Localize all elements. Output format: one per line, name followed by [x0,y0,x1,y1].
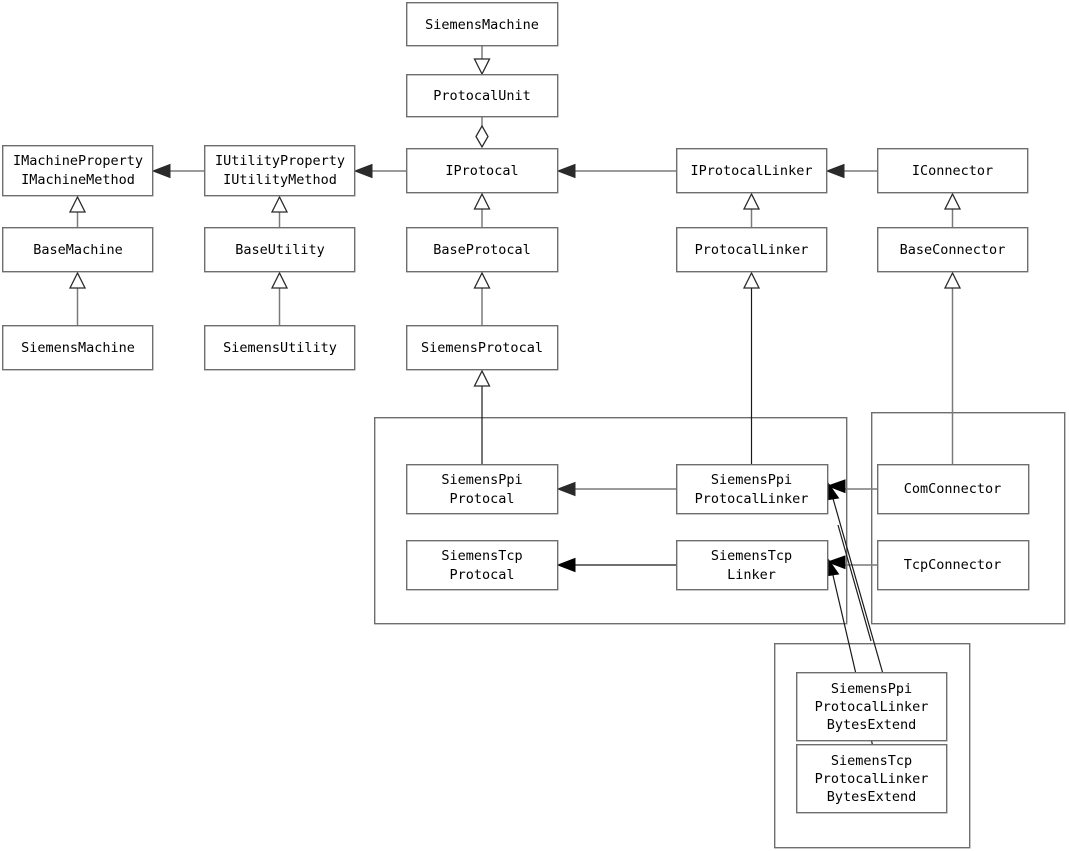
arrowhead-generalization-protocallinker [742,271,761,289]
edge-crossing-diagonal [837,524,872,642]
class-node-protocal-linker[interactable]: ProtocalLinker [676,226,828,273]
class-label-siemens-tcp-linker-line1: SiemensTcp [711,548,792,564]
aggregation-diamond [475,124,489,149]
group-rectangles [374,412,1066,849]
class-label-com-connector: ComConnector [904,481,1002,497]
arrowhead-generalization-baseprotocal [473,271,491,289]
arrowhead-generalization-iconnector [943,192,962,210]
group-protocal-implementations [374,417,848,625]
class-label-iutility-method: IUtilityMethod [223,172,337,188]
class-node-protocal-unit[interactable]: ProtocalUnit [406,73,559,118]
class-node-base-protocal[interactable]: BaseProtocal [406,226,559,273]
class-label-tcp-connector: TcpConnector [904,557,1002,573]
class-label-siemens-ppi-protocal-line2: Protocal [449,491,514,507]
arrowhead-solid-left-iutility [353,163,373,179]
arrowhead-generalization-siemensprotocal [473,369,491,387]
arrowhead-generalization-iutility [270,195,289,213]
arrowhead-generalization-iprotocallinker [742,192,761,210]
arrowhead-generalization-iprotocal [473,192,491,210]
group-bytes-extend [774,643,971,849]
class-label-iconnector: IConnector [912,163,993,179]
arrowhead-solid-left-ppilinker [826,479,846,494]
class-label-base-machine: BaseMachine [33,242,122,258]
class-node-iprotocal[interactable]: IProtocal [406,147,559,194]
arrowhead-generalization-baseconnector [943,271,962,289]
class-label-siemens-utility: SiemensUtility [223,340,337,356]
class-node-siemens-tcp-protocal[interactable]: SiemensTcp Protocal [406,540,559,591]
class-label-iprotocallinker: IProtocalLinker [691,163,813,179]
arrowhead-solid-left-imachine [151,163,171,179]
class-label-base-connector: BaseConnector [900,242,1006,258]
class-label-protocal-linker: ProtocalLinker [695,242,809,258]
class-node-siemens-tcp-linker[interactable]: SiemensTcp Linker [676,540,829,591]
class-label-siemens-ppi-linker-line1: SiemensPpi [711,472,792,488]
class-node-base-utility[interactable]: BaseUtility [203,226,356,273]
arrowhead-solid-left-tcplinker [826,555,846,570]
class-label-tcp-bytes-extend-line3: BytesExtend [827,789,916,805]
class-node-siemens-utility[interactable]: SiemensUtility [203,325,356,371]
class-node-base-machine[interactable]: BaseMachine [2,226,154,273]
class-node-siemens-ppi-protocal-linker[interactable]: SiemensPpi ProtocalLinker [676,464,829,515]
class-label-imachine-property: IMachineProperty [13,153,143,169]
edge-ppibytesextend-ppilinker [831,494,890,696]
arrowhead-solid-left-iprotocal [556,163,576,179]
class-label-siemens-tcp-linker-line2: Linker [727,567,776,583]
arrowhead-hollow-triangle-down [473,58,491,76]
class-label-tcp-bytes-extend-line2: ProtocalLinker [815,771,929,787]
class-label-protocal-unit: ProtocalUnit [433,88,531,104]
class-label-siemens-machine: SiemensMachine [21,340,135,356]
class-node-base-connector[interactable]: BaseConnector [877,226,1029,273]
class-node-siemens-tcp-protocal-linker-bytes-extend[interactable]: SiemensTcp ProtocalLinker BytesExtend [796,744,948,814]
arrowhead-generalization-baseutility [270,271,289,289]
class-label-ppi-bytes-extend-line1: SiemensPpi [831,681,912,697]
class-node-siemens-machine-top[interactable]: SiemensMachine [406,2,559,47]
class-node-iprotocallinker[interactable]: IProtocalLinker [676,147,828,194]
arrowhead-solid-left-tcpprotocal [556,557,576,573]
class-label-imachine-method: IMachineMethod [21,172,135,188]
class-node-tcp-connector[interactable]: TcpConnector [877,540,1030,591]
class-node-iconnector[interactable]: IConnector [877,147,1029,194]
class-boxes: SiemensMachine ProtocalUnit IMachineProp… [2,2,1030,814]
arrowhead-generalization-imachine [68,195,87,213]
class-label-ppi-bytes-extend-line3: BytesExtend [827,717,916,733]
arrowhead-solid-left-ppiprotocal [556,481,576,497]
class-label-siemens-ppi-protocal-line1: SiemensPpi [441,472,522,488]
class-label-iutility-property: IUtilityProperty [215,153,345,169]
class-node-siemens-machine[interactable]: SiemensMachine [2,325,154,371]
class-label-ppi-bytes-extend-line2: ProtocalLinker [815,699,929,715]
class-node-siemens-ppi-protocal[interactable]: SiemensPpi Protocal [406,464,559,515]
class-label-base-utility: BaseUtility [235,242,324,258]
class-label-siemens-tcp-protocal-line2: Protocal [449,567,514,583]
class-node-com-connector[interactable]: ComConnector [877,464,1030,515]
class-label-siemens-machine-top: SiemensMachine [425,17,539,33]
class-label-siemens-tcp-protocal-line1: SiemensTcp [441,548,522,564]
class-node-siemens-ppi-protocal-linker-bytes-extend[interactable]: SiemensPpi ProtocalLinker BytesExtend [796,672,948,742]
arrowhead-generalization-basemachine [68,271,87,289]
arrowhead-solid-left-iprotocallinker [825,163,845,179]
class-label-iprotocal: IProtocal [445,163,518,179]
class-label-base-protocal: BaseProtocal [433,242,531,258]
class-node-imachine[interactable]: IMachineProperty IMachineMethod [2,144,154,197]
edge-lines [68,46,962,761]
class-label-siemens-ppi-linker-line2: ProtocalLinker [695,491,809,507]
class-label-tcp-bytes-extend-line1: SiemensTcp [831,753,912,769]
class-node-iutility[interactable]: IUtilityProperty IUtilityMethod [203,144,356,197]
group-connector-implementations [871,412,1066,625]
class-node-siemens-protocal[interactable]: SiemensProtocal [406,325,559,371]
class-label-siemens-protocal: SiemensProtocal [421,340,543,356]
